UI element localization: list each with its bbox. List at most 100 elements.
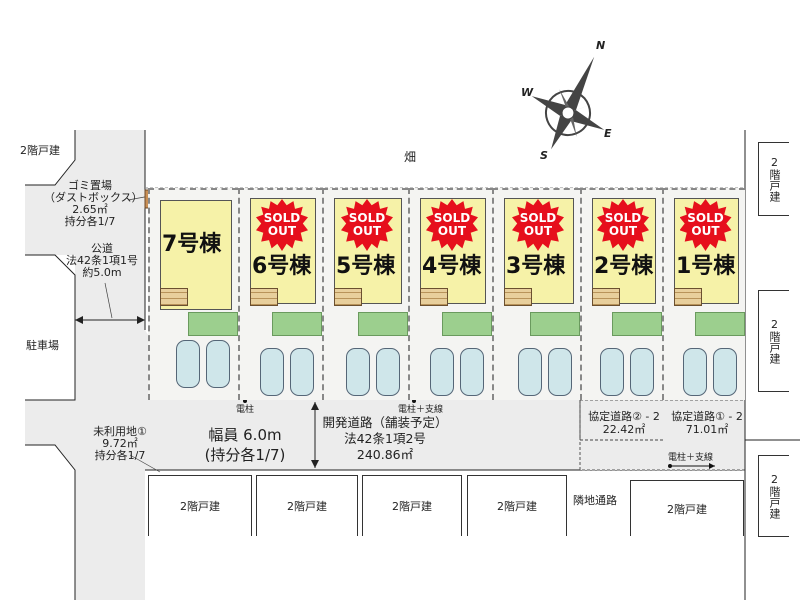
parking-space-car xyxy=(683,348,707,396)
unused-land-label: 未利用地① 9.72㎡ 持分各1/7 xyxy=(85,426,155,462)
public-road-line: 約5.0m xyxy=(82,266,122,279)
dev-road-line: 法42条1項2号 xyxy=(344,431,426,446)
sold-out-text: OUT xyxy=(608,224,638,238)
lawn xyxy=(442,312,492,336)
sold-out-text: OUT xyxy=(352,224,382,238)
arrowhead xyxy=(311,460,319,468)
sold-out-text: SOLD xyxy=(687,211,724,225)
utility-pole-icon xyxy=(243,399,247,403)
public-road-line: 法42条1項1号 xyxy=(66,254,138,267)
unused-land-line: 未利用地① xyxy=(93,425,147,438)
neighbor-house: 2階戸建 xyxy=(467,475,567,536)
neighbor-house: 2階戸建 xyxy=(256,475,358,536)
agreement1-line: 協定道路① - 2 xyxy=(671,410,743,423)
dev-road-label: 開発道路（舗装予定） 法42条1項2号 240.86㎡ xyxy=(315,415,455,463)
parking-space-car xyxy=(176,340,200,388)
lot: 7号棟 xyxy=(148,188,238,400)
house-number-label: 5号棟 xyxy=(336,254,396,279)
garbage-line: 2.65㎡ xyxy=(72,203,108,216)
right-house: 2階戸建 xyxy=(758,290,789,392)
sold-out-text: SOLD xyxy=(604,211,642,225)
agreement2-line: 協定道路② - 2 xyxy=(588,410,660,423)
house-number-label: 1号棟 xyxy=(676,254,736,279)
garbage-line: 持分各1/7 xyxy=(64,215,116,228)
parking-space-car xyxy=(260,348,284,396)
lawn xyxy=(272,312,322,336)
compass-west-label: W xyxy=(521,86,534,99)
lawn xyxy=(530,312,580,336)
lawn xyxy=(695,312,745,336)
entrance-tile xyxy=(420,288,448,306)
neighbor-house-label: 2階戸建 xyxy=(287,500,327,513)
right-house-label: 2階戸建 xyxy=(768,318,781,364)
agreement-road-2-boundary xyxy=(579,400,665,441)
arrowhead xyxy=(137,316,145,324)
sold-out-text: SOLD xyxy=(519,211,557,225)
unused-land-line: 9.72㎡ xyxy=(102,437,138,450)
house-number-label: 2号棟 xyxy=(594,254,654,279)
house-number-label: 4号棟 xyxy=(422,254,482,279)
dev-road-line: 240.86㎡ xyxy=(356,447,414,462)
compass-east-label: E xyxy=(604,127,612,140)
neighbor-house-label: 2階戸建 xyxy=(497,500,537,513)
dev-road-line: 開発道路（舗装予定） xyxy=(322,415,448,430)
neighbor-house: 2階戸建 xyxy=(362,475,462,536)
entrance-tile xyxy=(160,288,188,306)
parking-space-car xyxy=(630,348,654,396)
parking-space-car xyxy=(713,348,737,396)
right-house: 2階戸建 xyxy=(758,142,789,216)
parking-space-car xyxy=(600,348,624,396)
agreement-road-1-label: 協定道路① - 2 71.01㎡ xyxy=(668,410,746,436)
road-width-line: (持分各1/7) xyxy=(204,446,286,464)
parking-space-car xyxy=(548,348,572,396)
road-width-line: 幅員 6.0m xyxy=(208,426,282,444)
parking-space-car xyxy=(518,348,542,396)
garbage-line: ゴミ置場 xyxy=(68,179,112,192)
pole-label: 電柱 xyxy=(236,405,255,415)
unused-land-line: 持分各1/7 xyxy=(94,449,146,462)
arrowhead xyxy=(709,463,715,469)
house-number-label: 7号棟 xyxy=(162,232,222,257)
sold-out-text: OUT xyxy=(437,224,467,238)
parking-space-car xyxy=(376,348,400,396)
agreement-road xyxy=(579,399,746,471)
agreement1-line: 71.01㎡ xyxy=(685,423,729,436)
lawn xyxy=(188,312,238,336)
road-edge-left2 xyxy=(25,254,76,401)
sold-out-text: OUT xyxy=(691,224,720,238)
parking-space-car xyxy=(206,340,230,388)
right-house-label: 2階戸建 xyxy=(768,156,781,202)
arrowhead xyxy=(311,402,319,410)
field-label: 畑 xyxy=(404,150,417,164)
neighbor-house-label: 2階戸建 xyxy=(392,500,432,513)
compass-icon xyxy=(531,56,605,150)
right-house: 2階戸建 xyxy=(758,455,789,537)
neighbor-house-label: 2階戸建 xyxy=(667,502,707,516)
neighbor-passage-label: 隣地通路 xyxy=(573,494,617,507)
public-road xyxy=(25,130,145,600)
right-house-label: 2階戸建 xyxy=(768,473,781,519)
compass-south-label: S xyxy=(540,149,548,162)
agreement-road-2-label: 協定道路② - 2 22.42㎡ xyxy=(582,410,666,436)
arrowhead xyxy=(75,316,83,324)
sold-out-text: OUT xyxy=(523,224,553,238)
agreement2-line: 22.42㎡ xyxy=(602,423,646,436)
sold-out-text: SOLD xyxy=(348,211,386,225)
entrance-tile xyxy=(674,288,702,306)
house-number-label: 3号棟 xyxy=(506,254,566,279)
neighbor-house: 2階戸建 xyxy=(630,480,744,536)
road-edge-left3 xyxy=(25,444,76,600)
parking-space-car xyxy=(346,348,370,396)
